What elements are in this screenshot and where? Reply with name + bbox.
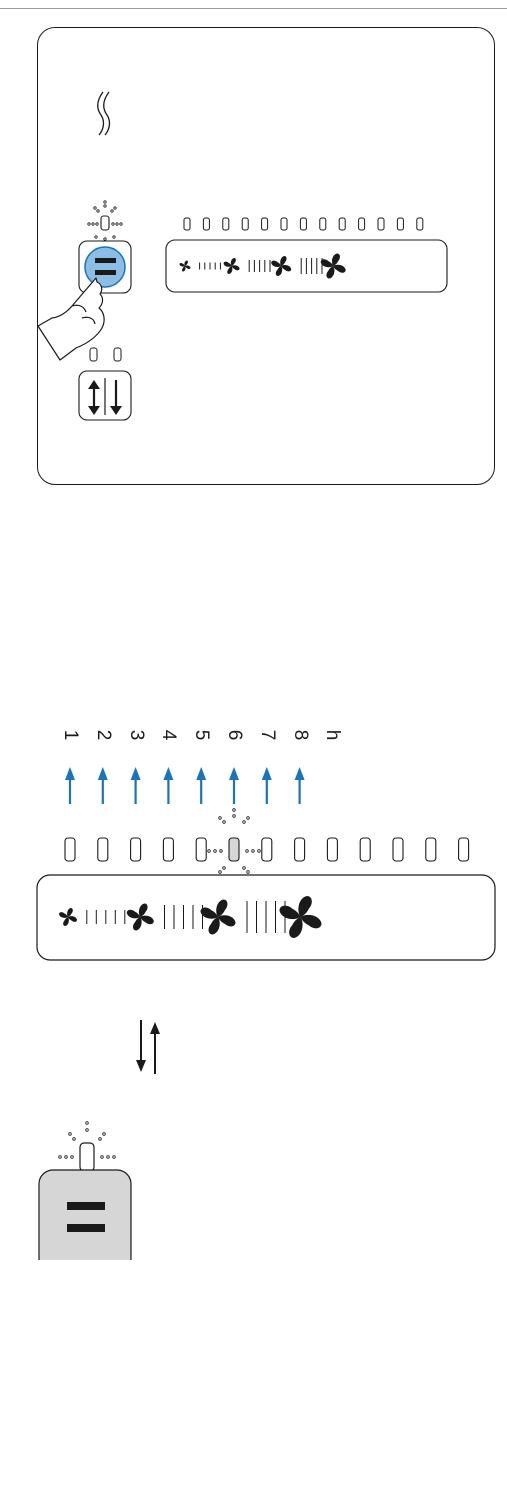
heat-wave-icon — [98, 92, 110, 135]
speed-indicator-light — [223, 218, 229, 230]
speed-indicator-light — [417, 218, 423, 230]
step-number-label: 8 — [290, 725, 310, 745]
speed-indicator-light — [184, 218, 190, 230]
speed-indicator-light — [426, 838, 436, 861]
control-panel-illustration — [0, 0, 507, 500]
up-down-arrows-icon — [88, 378, 122, 415]
step-arrow-icon — [229, 767, 239, 804]
speed-indicator-light — [359, 218, 365, 230]
step-number-label: 6 — [224, 725, 244, 745]
speed-indicator-light — [300, 218, 306, 230]
step-number-label: 2 — [93, 725, 113, 745]
speed-indicator-light — [163, 838, 173, 861]
speed-indicator-light — [360, 838, 370, 861]
speed-indicator-light — [65, 838, 75, 861]
button-detail-illustration — [0, 1010, 507, 1260]
speed-indicator-light — [196, 838, 206, 861]
speed-indicator-light — [339, 218, 345, 230]
speed-indicator-light-active — [229, 838, 239, 861]
step-arrow-icon — [163, 767, 173, 804]
speed-indicator-light — [242, 218, 248, 230]
speed-indicator-light — [98, 838, 108, 861]
speed-indicator-light — [281, 218, 287, 230]
speed-indicator-light — [131, 838, 141, 861]
indicator-light-equal-button — [101, 216, 109, 230]
equal-button-detail — [39, 1170, 131, 1260]
speed-indicator-light — [262, 838, 272, 861]
down-up-arrows-icon — [136, 1020, 160, 1074]
step-arrow-icon — [196, 767, 206, 804]
button-press-highlight — [85, 247, 125, 287]
step-arrow-icon — [262, 767, 272, 804]
step-number-label: 4 — [158, 725, 178, 745]
step-arrow-icon — [131, 767, 141, 804]
speed-indicator-light — [378, 218, 384, 230]
step-arrow-icon — [65, 767, 75, 804]
indicator-light-button-detail — [80, 1143, 94, 1171]
speed-indicator-light — [393, 838, 403, 861]
step-arrow-icon — [295, 767, 305, 804]
speed-indicator-light — [262, 218, 268, 230]
step-number-label: 1 — [60, 725, 80, 745]
direction-indicator-left — [90, 348, 97, 361]
direction-indicator-right — [114, 348, 121, 361]
step-number-label: h — [322, 725, 342, 745]
speed-indicator-light — [327, 838, 337, 861]
step-number-label: 7 — [257, 725, 277, 745]
step-number-label: 3 — [126, 725, 146, 745]
speed-indicator-light — [295, 838, 305, 861]
speed-indicator-light — [203, 218, 209, 230]
step-arrow-icon — [98, 767, 108, 804]
speed-indicator-light — [320, 218, 326, 230]
speed-indicator-light — [459, 838, 469, 861]
speed-indicator-light — [397, 218, 403, 230]
step-number-label: 5 — [191, 725, 211, 745]
